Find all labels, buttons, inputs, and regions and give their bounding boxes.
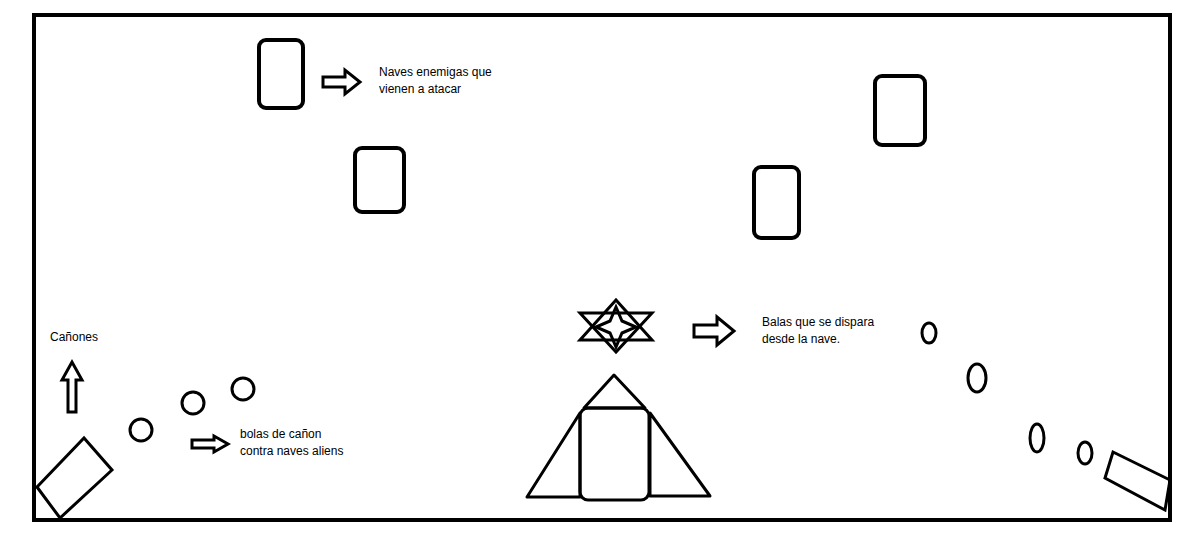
cannon-ball: [130, 419, 152, 441]
pointer-arrow: [62, 362, 82, 412]
player-ship: [650, 413, 710, 496]
note-label: Naves enemigas que vienen a atacar: [379, 64, 511, 98]
enemy-ship: [754, 167, 799, 238]
player-ship: [584, 375, 645, 408]
note-label: Cañones: [50, 329, 140, 346]
cannon-ball: [968, 364, 986, 392]
cannon: [37, 438, 112, 518]
cannon-ball: [1078, 442, 1092, 464]
enemy-ship: [355, 148, 404, 212]
bullet-star: [596, 307, 636, 347]
screen-frame: [34, 15, 1170, 520]
pointer-arrow: [323, 70, 360, 94]
player-ship: [580, 408, 649, 500]
cannon-ball: [922, 323, 936, 343]
note-label: Balas que se dispara desde la nave.: [762, 314, 892, 348]
cannon-ball: [232, 378, 254, 400]
pointer-arrow: [192, 436, 228, 452]
cannon-ball: [1030, 424, 1044, 452]
enemy-ship: [259, 40, 303, 108]
cannon: [1105, 452, 1170, 510]
player-ship: [527, 413, 580, 497]
enemy-ship: [875, 76, 925, 145]
cannon-ball: [182, 392, 204, 414]
pointer-arrow: [694, 317, 734, 345]
note-label: bolas de cañon contra naves aliens: [240, 426, 356, 460]
